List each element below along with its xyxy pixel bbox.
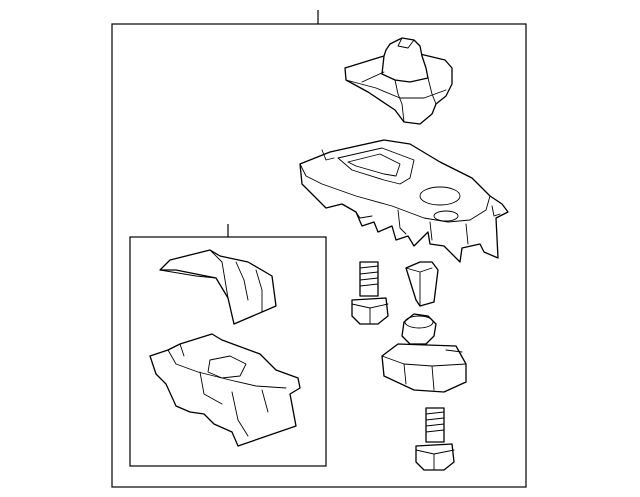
clip	[405, 261, 439, 307]
bolt-lower	[415, 407, 455, 471]
cover-panel	[159, 249, 277, 325]
sub-assembly-frame	[129, 224, 327, 467]
retainer-clip	[381, 313, 467, 393]
console-panel	[299, 139, 509, 263]
bolt-upper	[351, 261, 389, 325]
shift-boot	[344, 37, 453, 125]
cup-holder-insert	[149, 333, 301, 447]
main-assembly-frame	[111, 10, 527, 488]
